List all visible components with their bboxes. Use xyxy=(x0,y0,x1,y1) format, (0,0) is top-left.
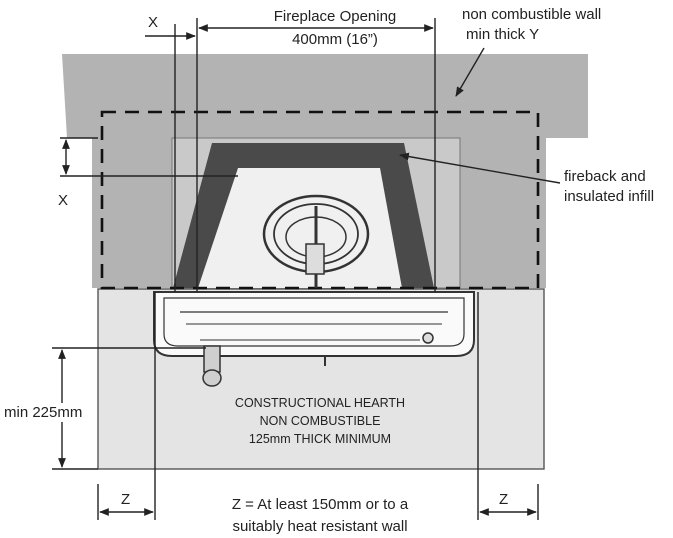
label-min-depth: min 225mm xyxy=(4,403,83,422)
label-z-note-line1: Z = At least 150mm or to a xyxy=(231,496,409,513)
label-hearth-title: CONSTRUCTIONAL HEARTH xyxy=(234,396,406,410)
label-fireplace-opening-size: 400mm (16”) xyxy=(292,31,378,48)
label-wall: non combustible wall xyxy=(462,6,602,23)
burner-ring xyxy=(262,194,370,288)
label-wall-thickness: min thick Y xyxy=(466,26,540,43)
label-z-note-line2: suitably heat resistant wall xyxy=(232,518,408,535)
label-fireback: fireback and xyxy=(564,168,646,185)
label-z-left: Z xyxy=(121,491,131,508)
reference-lines xyxy=(52,18,539,520)
label-hearth-thickness: 125mm THICK MINIMUM xyxy=(248,432,392,446)
wall-leader-line xyxy=(455,47,485,97)
fireback-leader-line xyxy=(399,152,561,184)
fireplace-opening xyxy=(198,168,402,288)
dashed-outline xyxy=(100,110,540,290)
label-hearth-material: NON COMBUSTIBLE xyxy=(259,414,381,428)
label-z-right: Z xyxy=(499,491,509,508)
label-insulated-infill: insulated infill xyxy=(564,188,655,205)
label-x-top: X xyxy=(148,14,159,31)
label-fireplace-opening: Fireplace Opening xyxy=(273,8,397,25)
label-x-left: X xyxy=(58,192,69,209)
fire-base-tray xyxy=(153,291,475,387)
